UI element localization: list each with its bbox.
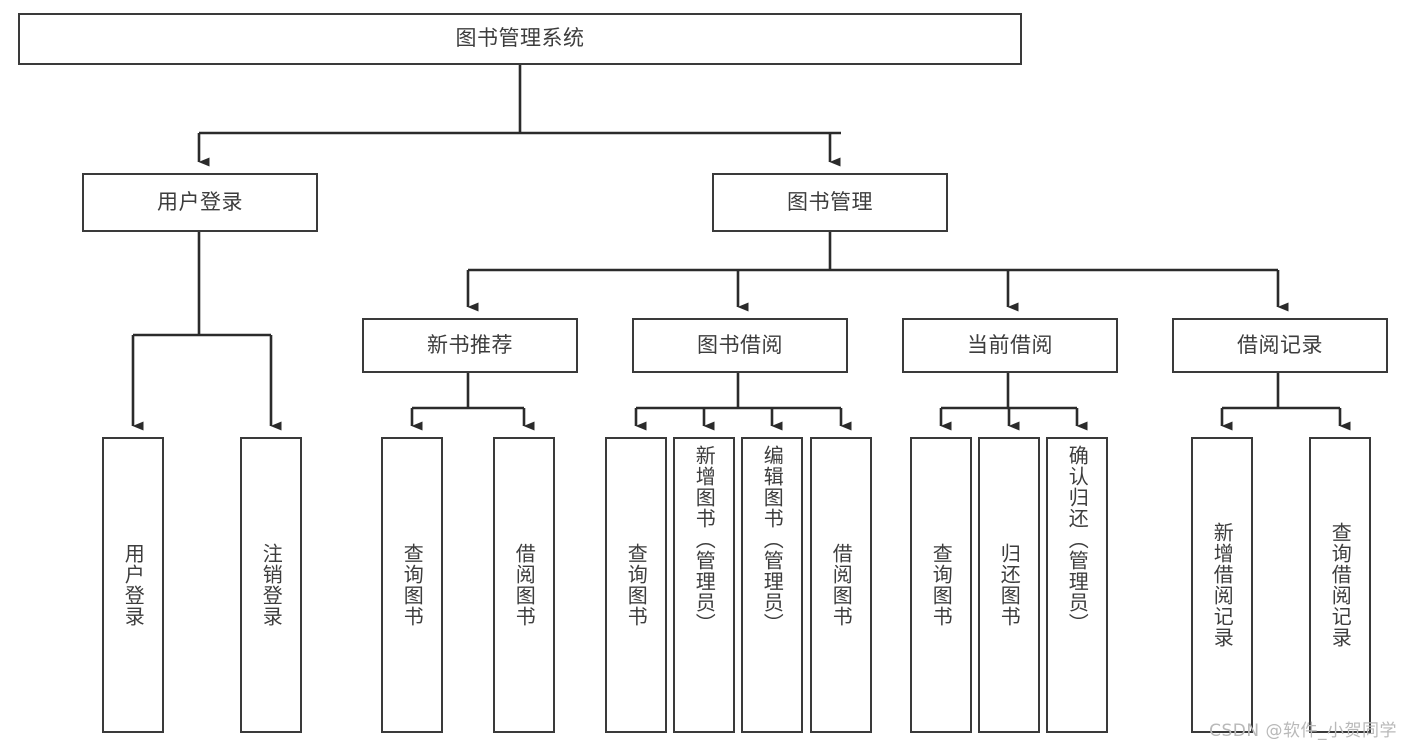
- leaf-borrow-record-add-label: 新增借阅记录: [1210, 522, 1235, 648]
- leaf-borrow-record-add[interactable]: 新增借阅记录: [1191, 437, 1253, 733]
- leaf-current-borrow-confirm-return-label: 确认归还（管理员）: [1065, 445, 1090, 634]
- leaf-user-login-login[interactable]: 用户登录: [102, 437, 164, 733]
- node-current-borrow-label: 当前借阅: [967, 332, 1053, 357]
- node-borrow-record[interactable]: 借阅记录: [1172, 318, 1388, 373]
- leaf-book-borrow-add[interactable]: 新增图书（管理员）: [673, 437, 735, 733]
- node-current-borrow[interactable]: 当前借阅: [902, 318, 1118, 373]
- leaf-book-borrow-query-label: 查询图书: [624, 543, 649, 627]
- leaf-current-borrow-return-label: 归还图书: [997, 543, 1022, 627]
- node-user-login-label: 用户登录: [157, 189, 243, 214]
- leaf-user-login-logout[interactable]: 注销登录: [240, 437, 302, 733]
- leaf-new-book-borrow[interactable]: 借阅图书: [493, 437, 555, 733]
- leaf-book-borrow-borrow-label: 借阅图书: [829, 543, 854, 627]
- leaf-user-login-logout-label: 注销登录: [259, 543, 284, 627]
- leaf-book-borrow-add-label: 新增图书（管理员）: [692, 445, 717, 634]
- node-new-book-recommend-label: 新书推荐: [427, 332, 513, 357]
- leaf-new-book-borrow-label: 借阅图书: [512, 543, 537, 627]
- leaf-book-borrow-query[interactable]: 查询图书: [605, 437, 667, 733]
- leaf-book-borrow-edit-label: 编辑图书（管理员）: [760, 445, 785, 634]
- node-borrow-record-label: 借阅记录: [1237, 332, 1323, 357]
- leaf-borrow-record-query[interactable]: 查询借阅记录: [1309, 437, 1371, 733]
- node-root-book-management-system[interactable]: 图书管理系统: [18, 13, 1022, 65]
- node-new-book-recommend[interactable]: 新书推荐: [362, 318, 578, 373]
- leaf-new-book-query-label: 查询图书: [400, 543, 425, 627]
- node-book-management-label: 图书管理: [787, 189, 873, 214]
- leaf-borrow-record-query-label: 查询借阅记录: [1328, 522, 1353, 648]
- leaf-current-borrow-confirm-return[interactable]: 确认归还（管理员）: [1046, 437, 1108, 733]
- leaf-user-login-login-label: 用户登录: [121, 543, 146, 627]
- leaf-new-book-query[interactable]: 查询图书: [381, 437, 443, 733]
- node-root-label: 图书管理系统: [455, 26, 585, 51]
- leaf-book-borrow-edit[interactable]: 编辑图书（管理员）: [741, 437, 803, 733]
- node-user-login[interactable]: 用户登录: [82, 173, 318, 232]
- leaf-current-borrow-query-label: 查询图书: [929, 543, 954, 627]
- node-book-management[interactable]: 图书管理: [712, 173, 948, 232]
- leaf-book-borrow-borrow[interactable]: 借阅图书: [810, 437, 872, 733]
- node-book-borrow-label: 图书借阅: [697, 332, 783, 357]
- leaf-current-borrow-query[interactable]: 查询图书: [910, 437, 972, 733]
- watermark-text: CSDN @软件_小贺同学: [1209, 721, 1397, 741]
- node-book-borrow[interactable]: 图书借阅: [632, 318, 848, 373]
- leaf-current-borrow-return[interactable]: 归还图书: [978, 437, 1040, 733]
